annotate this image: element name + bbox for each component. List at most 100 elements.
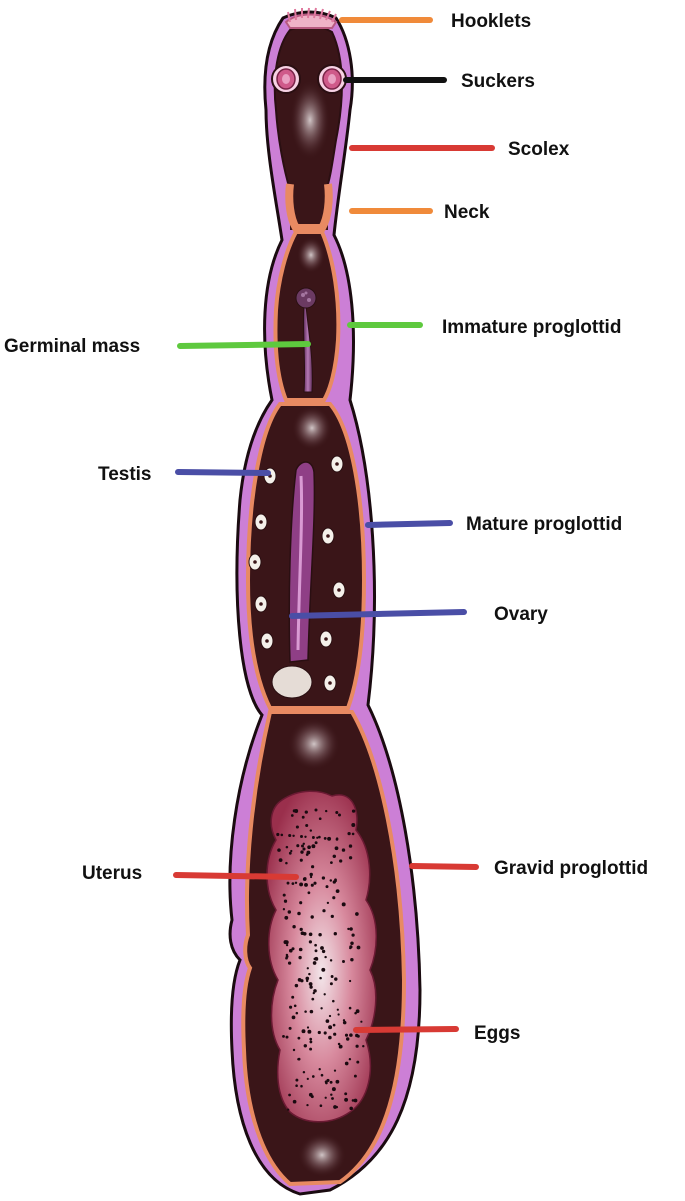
egg <box>329 1080 333 1084</box>
egg <box>291 882 295 885</box>
leader-lines <box>173 17 495 1033</box>
egg <box>300 850 304 854</box>
label-testis: Testis <box>98 464 152 485</box>
egg <box>320 1073 324 1077</box>
egg <box>344 1033 349 1037</box>
egg <box>351 823 356 827</box>
egg <box>336 1008 339 1011</box>
egg <box>295 1078 299 1082</box>
egg <box>354 1011 357 1015</box>
egg <box>324 955 327 959</box>
egg <box>350 941 354 945</box>
egg <box>307 845 311 850</box>
egg <box>326 901 330 905</box>
egg <box>309 985 313 989</box>
egg <box>298 955 302 960</box>
egg <box>309 875 313 879</box>
egg <box>304 810 308 814</box>
egg <box>299 927 303 932</box>
egg <box>318 835 321 839</box>
egg <box>337 1042 341 1046</box>
egg <box>339 859 343 863</box>
egg <box>288 1026 292 1030</box>
leader-line-ovary <box>289 609 467 619</box>
egg <box>353 1074 357 1078</box>
egg <box>302 1070 306 1074</box>
egg <box>282 893 286 897</box>
egg <box>351 1099 355 1102</box>
egg <box>318 932 322 937</box>
egg <box>304 835 307 838</box>
egg <box>290 814 294 817</box>
egg <box>325 809 328 813</box>
label-neck: Neck <box>444 202 490 223</box>
egg <box>312 961 317 965</box>
egg <box>312 991 315 995</box>
egg <box>306 1077 309 1081</box>
egg <box>295 1011 299 1015</box>
egg <box>289 1005 293 1009</box>
label-eggs: Eggs <box>474 1023 520 1044</box>
egg <box>308 940 312 944</box>
egg <box>306 1026 310 1029</box>
egg <box>302 931 307 936</box>
egg <box>295 825 299 829</box>
egg <box>297 1057 301 1061</box>
egg <box>349 946 352 950</box>
egg <box>332 854 337 859</box>
egg <box>325 885 329 889</box>
egg <box>298 947 303 952</box>
leader-line-germinal-mass <box>177 341 311 349</box>
egg <box>337 1013 340 1016</box>
egg <box>300 1084 303 1088</box>
egg <box>280 833 284 837</box>
leader-line-mature-proglottid <box>365 520 453 528</box>
egg <box>347 927 350 931</box>
egg <box>283 940 288 945</box>
egg <box>329 959 333 962</box>
egg <box>344 1092 348 1096</box>
egg <box>342 1020 347 1025</box>
egg <box>332 880 336 884</box>
egg <box>355 912 359 916</box>
egg <box>304 1010 307 1013</box>
egg <box>292 1099 297 1104</box>
egg <box>311 997 315 1001</box>
egg <box>335 889 340 893</box>
egg <box>332 999 335 1003</box>
egg <box>305 853 309 856</box>
egg <box>349 1033 353 1037</box>
egg <box>294 809 299 813</box>
egg <box>303 1044 307 1048</box>
label-gravid-proglottid: Gravid proglottid <box>494 858 648 879</box>
egg <box>341 848 346 852</box>
egg <box>314 808 318 812</box>
leader-line-gravid-proglottid <box>409 863 479 870</box>
egg <box>347 831 351 836</box>
egg <box>290 849 293 853</box>
egg <box>295 1084 298 1087</box>
egg <box>297 911 301 916</box>
egg <box>311 865 315 869</box>
egg <box>288 833 292 838</box>
egg <box>341 902 346 907</box>
egg <box>287 1108 290 1111</box>
egg <box>319 1104 323 1108</box>
egg <box>349 927 353 931</box>
egg <box>309 1009 314 1014</box>
egg <box>327 836 332 841</box>
egg <box>333 1032 337 1036</box>
egg <box>345 1037 350 1041</box>
egg <box>350 957 354 962</box>
egg <box>348 844 353 848</box>
egg <box>320 946 324 950</box>
egg <box>310 883 314 887</box>
egg <box>330 975 334 978</box>
egg <box>321 967 326 972</box>
egg <box>328 1025 333 1030</box>
egg <box>330 1093 333 1096</box>
egg <box>305 823 309 828</box>
egg <box>355 1009 360 1014</box>
egg <box>306 967 309 970</box>
